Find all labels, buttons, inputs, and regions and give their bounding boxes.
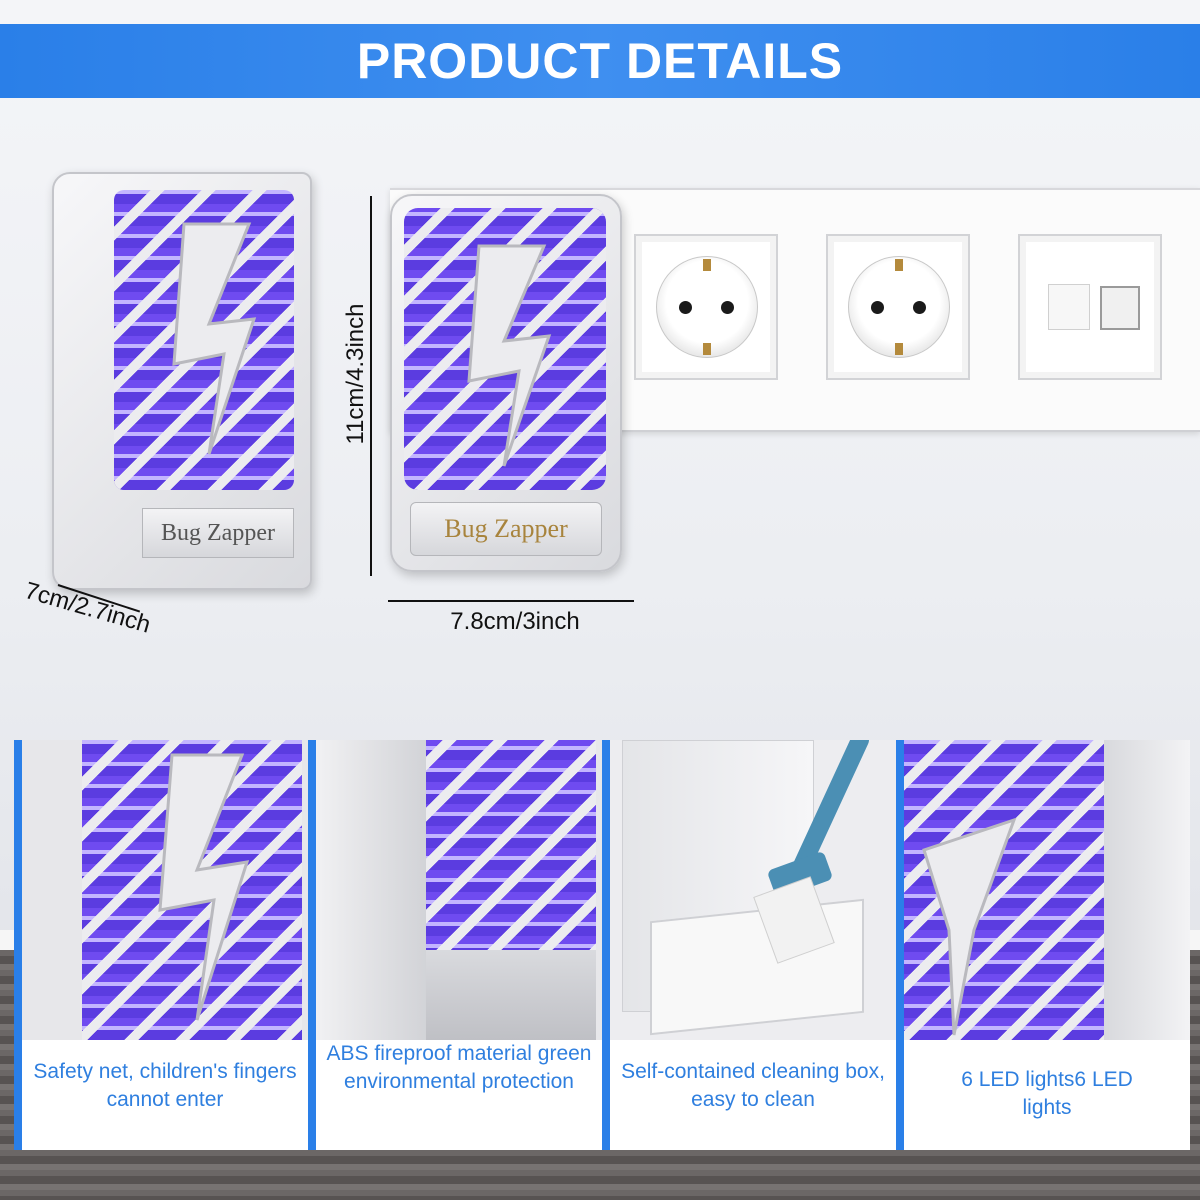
power-socket (634, 234, 778, 380)
card-accent (14, 740, 22, 1150)
card-accent (896, 740, 904, 1150)
width-dimension-label: 7.8cm/3inch (450, 608, 580, 635)
ground-pin-icon (895, 259, 903, 271)
height-dimension-line (370, 196, 372, 576)
lightning-bolt-icon (467, 244, 552, 467)
power-socket (826, 234, 970, 380)
feature-text: Safety net, children's fingers cannot en… (33, 1060, 297, 1111)
lightning-bolt-icon (172, 222, 257, 455)
bug-zapper-side-view: Bug Zapper (52, 172, 312, 590)
uv-grille (406, 740, 596, 980)
feature-card: Self-contained cleaning box, easy to cle… (610, 740, 896, 1150)
cleaning-brush-icon (753, 740, 869, 964)
feature-photo-grille (22, 740, 308, 1040)
card-accent (308, 740, 316, 1150)
feature-photo-led (904, 740, 1190, 1040)
feature-text: ABS fireproof material green environment… (326, 1042, 592, 1093)
banner-title: PRODUCT DETAILS (356, 33, 844, 89)
product-label-plate: Bug Zapper (142, 508, 294, 558)
feature-card: 6 LED lights6 LED lights (904, 740, 1190, 1150)
blank-slot (1048, 284, 1090, 330)
lightning-bolt-icon (922, 817, 1017, 1036)
socket-face (656, 256, 758, 358)
socket-hole-icon (721, 301, 734, 314)
device-base (426, 950, 596, 1040)
feature-photo-cleaning (610, 740, 896, 1040)
title-banner: PRODUCT DETAILS (0, 24, 1200, 98)
card-accent (602, 740, 610, 1150)
socket-hole-icon (679, 301, 692, 314)
feature-photo-material (316, 740, 602, 1040)
bug-zapper-front-view: Bug Zapper (390, 194, 622, 572)
socket-hole-icon (871, 301, 884, 314)
feature-text: 6 LED lights6 LED lights (961, 1068, 1133, 1119)
width-dimension-line (388, 600, 634, 602)
ground-pin-icon (703, 259, 711, 271)
network-socket (1018, 234, 1162, 380)
feature-text: Self-contained cleaning box, easy to cle… (621, 1060, 885, 1111)
lightning-bolt-icon (158, 753, 250, 1021)
socket-hole-icon (913, 301, 926, 314)
device-casing (316, 740, 426, 1040)
ground-pin-icon (895, 343, 903, 355)
feature-card: ABS fireproof material green environment… (316, 740, 602, 1150)
ethernet-port-icon (1100, 286, 1140, 330)
socket-face (848, 256, 950, 358)
height-dimension-label: 11cm/4.3inch (342, 303, 369, 445)
ground-pin-icon (703, 343, 711, 355)
product-label-plate: Bug Zapper (410, 502, 602, 556)
feature-card: Safety net, children's fingers cannot en… (22, 740, 308, 1150)
device-casing (1104, 740, 1190, 1040)
